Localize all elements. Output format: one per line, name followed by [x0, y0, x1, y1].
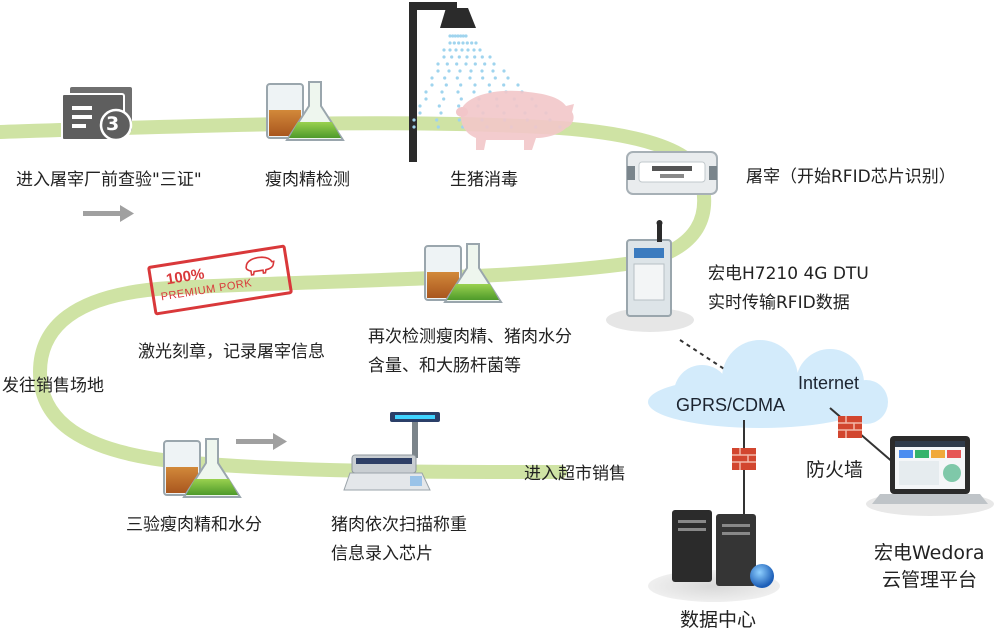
certificate-documents-icon — [61, 87, 133, 142]
firewall-label: 防火墙 — [806, 459, 864, 481]
dtu-device-icon — [606, 220, 694, 332]
step-third-test: 三验瘦肉精和水分 — [126, 515, 262, 535]
step-scan-weigh-line1: 猪肉依次扫描称重 — [331, 515, 467, 535]
lab-beaker-flask-icon — [266, 81, 345, 141]
step-laser-stamp: 激光刻章，记录屠宰信息 — [138, 342, 325, 362]
step-ship-to-market: 发往销售场地 — [2, 376, 104, 396]
step-slaughter-rfid: 屠宰（开始RFID芯片识别） — [746, 167, 956, 187]
laptop-platform-icon — [866, 436, 994, 516]
internet-label: Internet — [798, 373, 860, 393]
step-check-certificates: 进入屠宰厂前查验"三证" — [16, 170, 202, 190]
server-datacenter-icon — [648, 510, 780, 602]
rfid-reader-icon — [626, 151, 718, 195]
lab-beaker-flask-icon — [424, 243, 503, 303]
firewall-icon — [838, 416, 862, 438]
arrow-right-icon — [83, 205, 134, 222]
arrow-right-icon — [236, 433, 287, 450]
lab-beaker-flask-icon — [163, 438, 242, 498]
step-retest-line2: 含量、和大肠杆菌等 — [368, 356, 521, 376]
datacenter-label: 数据中心 — [680, 609, 757, 631]
step-retest-line1: 再次检测瘦肉精、猪肉水分 — [368, 327, 572, 347]
weighing-scale-icon — [343, 412, 440, 491]
platform-label-line2: 云管理平台 — [882, 569, 978, 591]
step-supermarket-sale: 进入超市销售 — [524, 464, 626, 484]
firewall-icon — [732, 448, 756, 470]
dtu-label-line2: 实时传输RFID数据 — [708, 293, 850, 313]
network-cloud-icon — [648, 340, 888, 428]
step-pig-disinfection: 生猪消毒 — [450, 170, 518, 190]
pig-icon — [456, 90, 574, 150]
dtu-label-line1: 宏电H7210 4G DTU — [708, 264, 869, 284]
step-scan-weigh-line2: 信息录入芯片 — [331, 544, 433, 564]
pig-icon — [245, 256, 275, 276]
platform-label-line1: 宏电Wedora — [874, 542, 985, 564]
gprs-label: GPRS/CDMA — [676, 395, 786, 415]
certificate-number: 3 — [106, 113, 120, 135]
premium-pork-stamp: 100% PREMIUM PORK — [146, 244, 294, 316]
step-lean-meat-test: 瘦肉精检测 — [265, 170, 350, 190]
